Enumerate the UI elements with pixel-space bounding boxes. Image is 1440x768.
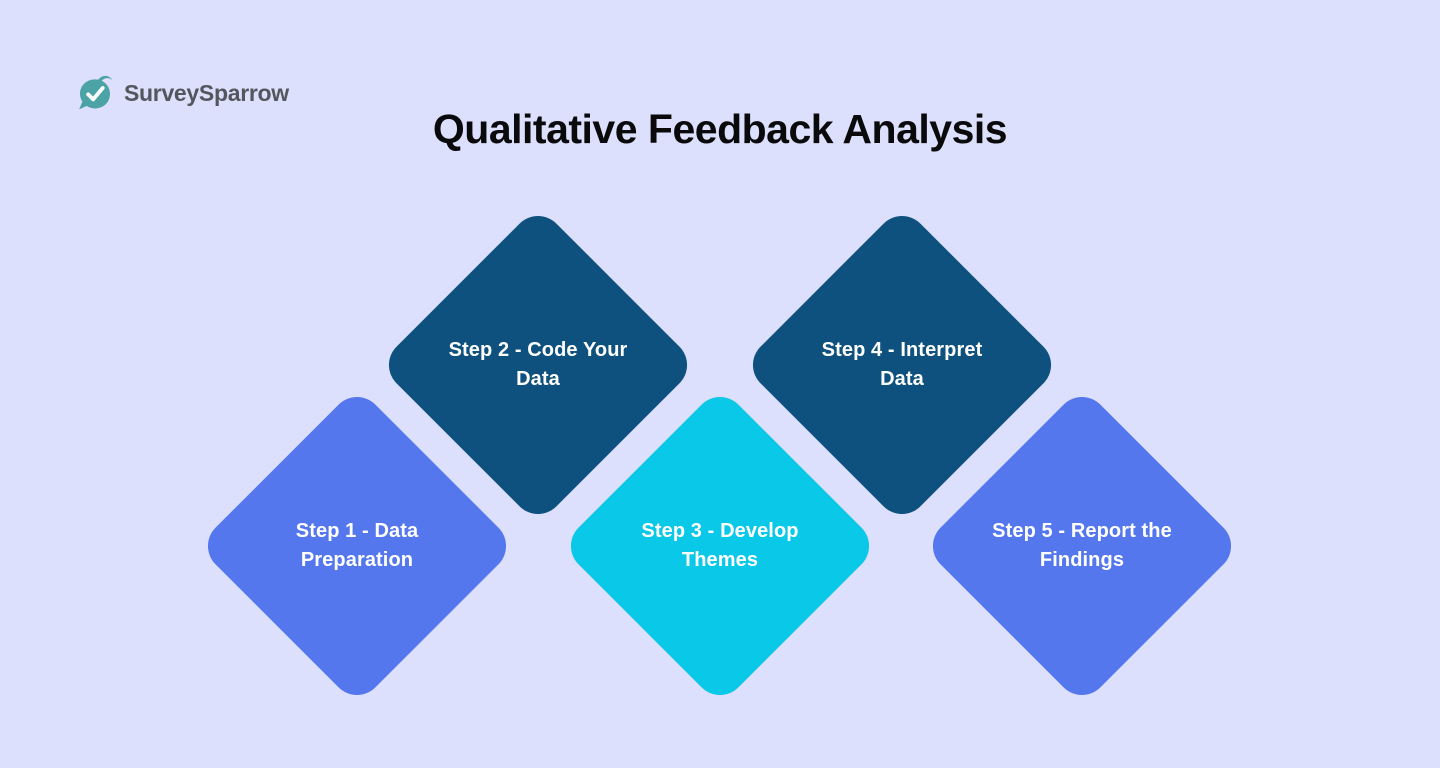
surveysparrow-bird-check-icon: [79, 75, 113, 110]
brand-name: SurveySparrow: [124, 79, 289, 106]
step-diamond-5: Step 5 - Report the Findings: [922, 386, 1242, 706]
step-label-5: Step 5 - Report the Findings: [992, 520, 1172, 571]
surveysparrow-logo: SurveySparrow: [75, 73, 289, 113]
page-title: Qualitative Feedback Analysis: [432, 106, 1008, 152]
